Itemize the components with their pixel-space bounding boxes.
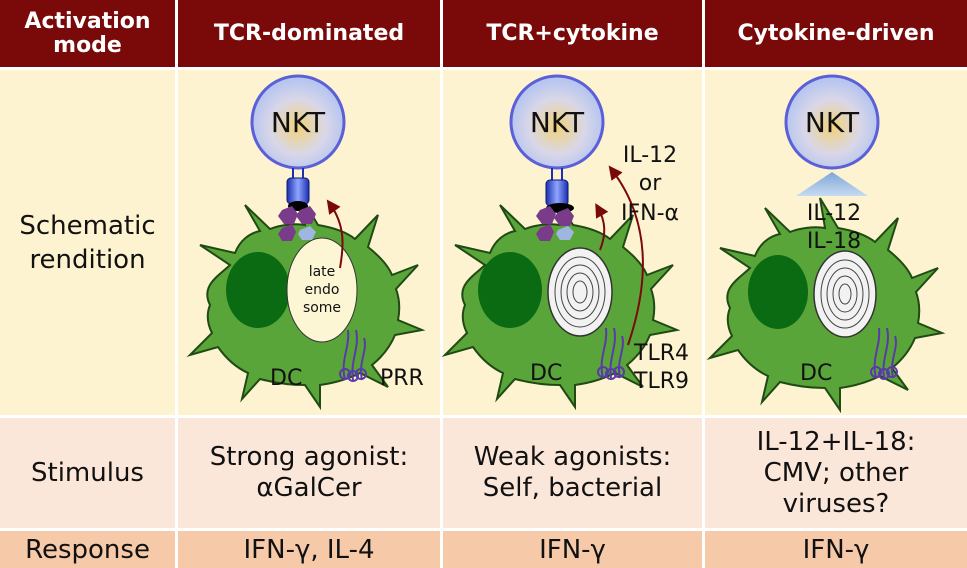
stimulus-text: αGalCer — [256, 473, 362, 503]
response-text: IFN-γ — [539, 534, 606, 565]
stimulus-text: Self, bacterial — [482, 473, 663, 503]
response-text: IFN-γ, IL-4 — [243, 534, 375, 565]
tlr-receptor — [597, 327, 625, 380]
response-text: IFN-γ — [802, 534, 870, 565]
stimulus-text: Weak agonists: — [473, 442, 672, 472]
cytokine-label: IFN-α — [621, 201, 679, 226]
cd1d-1 — [278, 206, 298, 224]
stimulus-text: IL-12+IL-18: — [756, 426, 916, 457]
stimulus-label: Stimulus — [31, 457, 144, 488]
phagosome-2 — [547, 247, 613, 337]
cytokine-label: IL-12 — [623, 143, 677, 168]
nkt-cell-3 — [784, 74, 880, 170]
endosome-label: late — [309, 264, 336, 280]
cytokine-receptor-3 — [796, 172, 868, 196]
dc-label-2: DC — [530, 361, 562, 386]
phagosome-3 — [813, 250, 877, 338]
header-tcr-dominated: TCR-dominated — [178, 0, 440, 67]
stimulus-cell-1: Strong agonist: αGalCer — [178, 418, 440, 528]
receptor-3 — [870, 327, 898, 380]
header-activation-mode-label: Activation mode — [24, 8, 151, 58]
tcr-1 — [286, 177, 310, 205]
tcr-2 — [545, 179, 569, 207]
dc-label-3: DC — [800, 361, 832, 386]
late-endosome — [286, 237, 358, 343]
prr-receptor — [339, 329, 367, 382]
dc-nucleus-3 — [748, 255, 808, 329]
header-cytokine-driven: Cytokine-driven — [705, 0, 967, 67]
transport-arrow-2 — [595, 203, 609, 251]
header-tcr-cytokine: TCR+cytokine — [443, 0, 702, 67]
nkt-cell-2 — [509, 74, 605, 170]
schematic-label-cell: Schematic rendition — [0, 70, 175, 415]
endosome-label: endo — [305, 282, 340, 298]
scheme-col1: late endo some NKT PRR DC — [189, 74, 424, 408]
response-cell-3: IFN-γ — [705, 531, 967, 568]
cytokine-label: IL-18 — [807, 229, 861, 254]
response-label-cell: Response — [0, 531, 175, 568]
nkt-label-3: NKT — [805, 106, 860, 139]
stimulus-text: CMV; other — [763, 457, 909, 488]
cytokine-label: IL-12 — [807, 201, 861, 226]
response-cell-1: IFN-γ, IL-4 — [178, 531, 440, 568]
header-activation-mode: Activation mode — [0, 0, 175, 67]
response-cell-2: IFN-γ — [443, 531, 702, 568]
stimulus-text: viruses? — [782, 488, 890, 519]
prr-label: PRR — [380, 366, 424, 391]
schematic-label: Schematic rendition — [19, 210, 156, 275]
header-col-label: TCR-dominated — [213, 20, 405, 46]
header-col-label: Cytokine-driven — [737, 20, 935, 46]
nkt-label-2: NKT — [530, 106, 585, 139]
nkt-cell-1 — [250, 74, 346, 170]
transport-arrow-1 — [326, 199, 344, 269]
header-col-label: TCR+cytokine — [486, 20, 659, 46]
endosome-label: some — [303, 300, 341, 316]
dc-nucleus-1 — [226, 252, 290, 328]
dc-nucleus-2 — [478, 252, 542, 328]
cytokine-label: or — [639, 171, 662, 196]
scheme-col2: NKT IL-12 or IFN-α TLR4 TLR9 DC — [444, 74, 689, 408]
stimulus-text: Strong agonist: — [209, 442, 409, 472]
scheme-col3: NKT IL-12 IL-18 DC — [709, 74, 943, 411]
dc-label-1: DC — [270, 366, 302, 391]
tlr-label: TLR9 — [633, 369, 689, 394]
stimulus-cell-2: Weak agonists: Self, bacterial — [443, 418, 702, 528]
cytokine-arrow-2 — [608, 165, 644, 346]
response-label: Response — [25, 534, 150, 565]
nkt-label-1: NKT — [271, 106, 326, 139]
cd1d-2 — [536, 206, 556, 224]
tlr-label: TLR4 — [633, 341, 689, 366]
stimulus-label-cell: Stimulus — [0, 418, 175, 528]
stimulus-cell-3: IL-12+IL-18: CMV; other viruses? — [705, 418, 967, 528]
